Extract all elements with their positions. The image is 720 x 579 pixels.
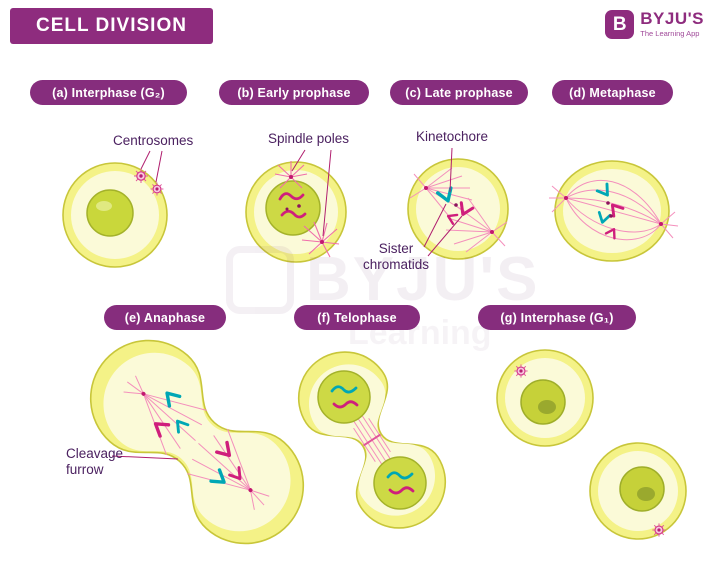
centrosome-icon [513,363,529,379]
chromatin [386,471,415,495]
page-title-banner: CELL DIVISION [10,8,213,44]
byjus-logo: B BYJU'S The Learning App [605,10,704,39]
late-prophase-cell [407,147,509,260]
label-centrosomes: Centrosomes [113,133,194,148]
spindle-fibers [123,375,270,510]
interphase-g1-cells [496,349,687,540]
phase-label-interphase-g2: (a) Interphase (G₂) [30,80,187,105]
page-title: CELL DIVISION [36,15,187,36]
pointer-line [111,455,179,460]
early-prophase-cell [245,149,347,263]
chromatin [278,192,307,219]
brand-name: BYJU'S [640,9,704,28]
spindle-fibers [409,167,508,253]
nucleus [317,370,371,424]
centrosome-icon [150,182,164,196]
metaphase-cell [549,160,679,262]
brand-tagline: The Learning App [640,29,700,38]
pointer-line [140,150,163,183]
label-kinetochore: Kinetochore [416,129,489,144]
nucleus [265,180,321,236]
anaphase-cell [89,339,305,545]
nucleus [373,456,427,510]
spindle-pole-aster [274,161,308,189]
centrosome-icon [651,522,667,538]
phase-label-telophase: (f) Telophase [294,305,420,330]
telophase-cell [297,351,447,529]
phase-label-anaphase: (e) Anaphase [104,305,226,330]
centrosome-icon [133,168,149,184]
phase-label-early-prophase: (b) Early prophase [219,80,369,105]
byjus-logo-icon: B [605,10,635,39]
phase-label-late-prophase: (c) Late prophase [390,80,528,105]
chromatin [330,385,359,409]
pointer-line [423,147,463,257]
phase-label-interphase-g1: (g) Interphase (G₁) [478,305,636,330]
pointer-line [291,149,332,237]
spindle-pole-aster [301,221,340,258]
label-sister-chromatids: Sister chromatids [362,241,430,272]
interphase-g2-cell [62,150,168,268]
nucleus [86,189,134,237]
label-spindle-poles: Spindle poles [268,131,350,146]
label-cleavage-furrow: Cleavage furrow [66,446,124,477]
phase-label-metaphase: (d) Metaphase [552,80,673,105]
